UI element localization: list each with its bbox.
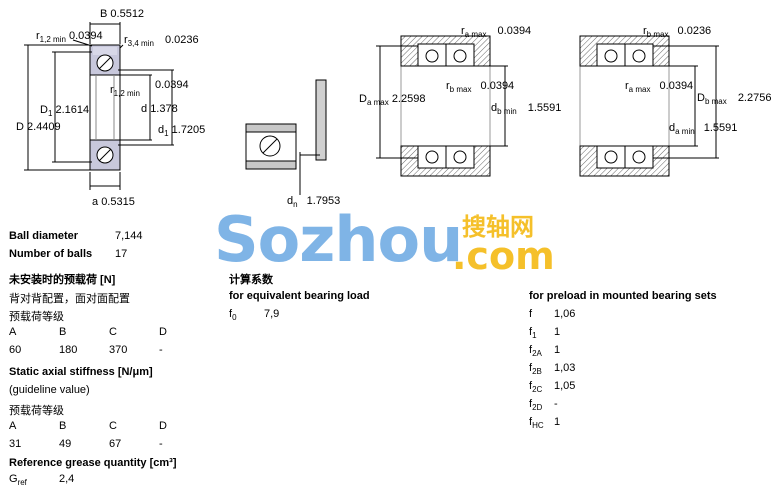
watermark-com: .com [452,234,555,278]
dim-D: D 2.4409 [16,121,61,133]
watermark-cn: 搜轴网 [462,213,534,241]
factor-f-value: 1,06 [554,308,576,320]
preload-val-A: 60 [9,344,22,356]
preload-class-A: A [9,326,17,338]
preload-sets-title: for preload in mounted bearing sets [529,290,717,302]
preload-val-C: 370 [109,344,128,356]
factor-f: f [529,308,533,320]
calc-title: 计算系数 [229,274,273,286]
ball-diameter-value: 7,144 [115,230,143,242]
dim-Db: Db max 2.2756 [697,92,772,106]
factor-f2B-value: 1,03 [554,362,576,374]
f0-symbol: f0 [229,308,237,322]
preload-class-B: B [59,326,67,338]
factor-f2D: f2D [529,398,543,412]
nozzle-schematic [245,79,327,195]
grease-title: Reference grease quantity [cm³] [9,457,177,469]
dim-r12b-val: 0.0394 [155,79,189,91]
watermark-logo: Sozhou [214,203,463,276]
dim-r34: r3,4 min 0.0236 [124,34,199,48]
stiffness-title: Static axial stiffness [N/μm] [9,366,153,378]
dim-ra1: ra max 0.0394 [461,25,532,39]
factor-fHC-value: 1 [554,416,561,428]
dim-rb1: rb max 0.0394 [446,80,515,94]
preload-val-D: - [159,344,163,356]
stiffness-guide: (guideline value) [9,384,90,396]
factor-f1: f1 [529,326,537,340]
num-balls-label: Number of balls [9,248,93,260]
stiff-class-B: B [59,420,67,432]
dim-D1: D1 2.1614 [40,104,90,118]
dim-da: da min 1.5591 [669,122,738,136]
stiffness-class-label: 预载荷等级 [9,405,64,417]
stiff-class-A: A [9,420,17,432]
preload-class-C: C [109,326,117,338]
dim-db: db min 1.5591 [491,102,562,116]
preload-class-D: D [159,326,167,338]
dim-r12: r1,2 min 0.0394 [36,30,103,44]
grease-value: 2,4 [59,473,75,485]
preload-class-label: 预载荷等级 [9,311,64,323]
bearing-cross-section [24,22,174,190]
stiff-class-C: C [109,420,117,432]
preload-arrangement: 背对背配置，面对面配置 [9,293,130,305]
stiff-val-A: 31 [9,438,22,450]
factor-f2C-value: 1,05 [554,380,576,392]
f0-value: 7,9 [264,308,280,320]
arrangement-drawing-2 [579,35,719,177]
equiv-load-title: for equivalent bearing load [229,290,370,302]
dim-dn: dn 1.7953 [287,195,341,209]
dim-rb2: rb max 0.0236 [643,25,712,39]
arrangement-drawing-1 [376,35,508,177]
dim-d1: d1 1.7205 [158,124,206,138]
factor-f2A: f2A [529,344,542,358]
factor-f2A-value: 1 [554,344,561,356]
factor-f1-value: 1 [554,326,561,338]
dim-B: B 0.5512 [100,8,145,20]
ball-diameter-label: Ball diameter [9,230,79,242]
factor-f2B: f2B [529,362,542,376]
dim-d: d 1.378 [141,103,178,115]
factor-f2D-value: - [554,398,558,410]
stiff-val-D: - [159,438,163,450]
dim-ra2: ra max 0.0394 [625,80,694,94]
dim-Da: Da max 2.2598 [359,93,426,107]
dim-r12b: r1,2 min [110,84,140,98]
grease-symbol: Gref [9,473,27,487]
num-balls-value: 17 [115,248,128,260]
dim-a: a 0.5315 [92,196,135,208]
preload-title: 未安装时的预载荷 [N] [9,274,116,286]
factor-f2C: f2C [529,380,543,394]
factor-fHC: fHC [529,416,544,430]
stiff-class-D: D [159,420,167,432]
stiff-val-B: 49 [59,438,72,450]
preload-val-B: 180 [59,344,78,356]
stiff-val-C: 67 [109,438,122,450]
